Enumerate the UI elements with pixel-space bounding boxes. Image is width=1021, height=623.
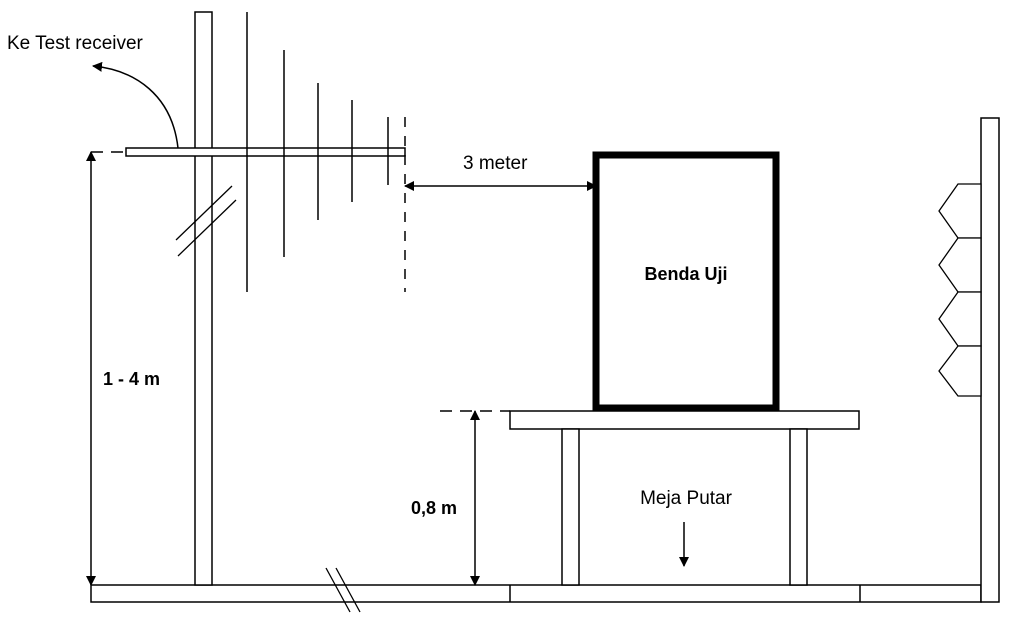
ground-plane	[90, 584, 982, 603]
turntable-leg-left	[561, 428, 580, 586]
turntable-leg-right	[789, 428, 808, 586]
absorber-cones	[938, 183, 982, 397]
antenna-boom	[125, 147, 406, 157]
ground-break-mark	[325, 567, 361, 613]
turntable-top	[509, 410, 860, 430]
eut-box	[592, 151, 780, 412]
table-height-label: 0,8 m	[411, 498, 457, 518]
antenna-mast	[194, 11, 213, 586]
receiver-cable-arrow	[92, 61, 179, 149]
eut-label: Benda Uji	[644, 264, 727, 284]
mast-break-mark	[175, 185, 237, 257]
antenna-height-label: 1 - 4 m	[103, 369, 160, 389]
distance-label: 3 meter	[463, 153, 528, 174]
antenna-elements	[246, 12, 389, 292]
absorber-wall	[980, 117, 1000, 603]
log-periodic-antenna	[125, 12, 406, 292]
receiver-label: Ke Test receiver	[7, 33, 144, 54]
turntable	[509, 410, 860, 586]
turntable-label: Meja Putar	[640, 488, 733, 509]
